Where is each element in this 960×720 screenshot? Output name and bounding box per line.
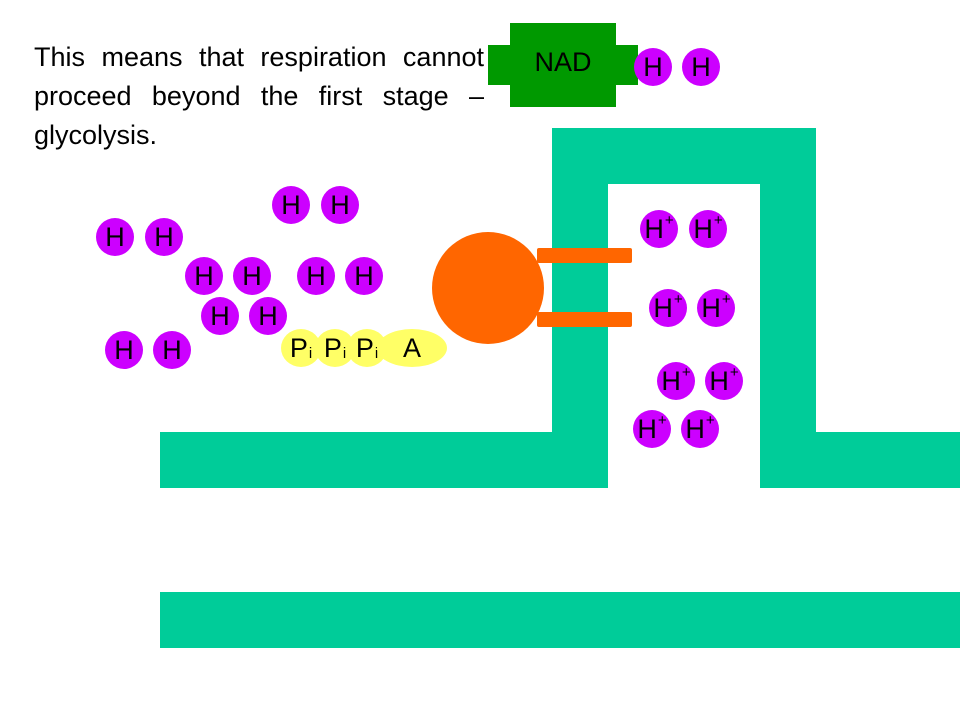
proton: H+ bbox=[697, 289, 735, 327]
proton: H+ bbox=[633, 410, 671, 448]
proton: H+ bbox=[689, 210, 727, 248]
caption-text: This means that respiration cannot proce… bbox=[34, 42, 484, 150]
proton: H+ bbox=[681, 410, 719, 448]
hydrogen-atom: H bbox=[201, 297, 239, 335]
hydrogen-atom: H bbox=[145, 218, 183, 256]
hydrogen-atom: H bbox=[233, 257, 271, 295]
nad-label: NAD bbox=[534, 47, 592, 77]
proton: H+ bbox=[649, 289, 687, 327]
adenosine: A bbox=[377, 329, 447, 367]
hydrogen-atom: H bbox=[105, 331, 143, 369]
hydrogen-atom: H bbox=[297, 257, 335, 295]
nad-hydrogen-2: H bbox=[682, 48, 720, 86]
hydrogen-atom: H bbox=[153, 331, 191, 369]
hydrogen-atom: H bbox=[272, 186, 310, 224]
hydrogen-atom: H bbox=[185, 257, 223, 295]
hydrogen-atom: H bbox=[321, 186, 359, 224]
proton: H+ bbox=[640, 210, 678, 248]
hydrogen-atom: H bbox=[345, 257, 383, 295]
hydrogen-atom: H bbox=[96, 218, 134, 256]
atp-synthase-stalk-top bbox=[537, 248, 632, 263]
inner-membrane-lower bbox=[160, 592, 960, 648]
nad-horizontal-bar bbox=[488, 45, 638, 85]
atp-synthase-head bbox=[432, 232, 544, 344]
proton: H+ bbox=[705, 362, 743, 400]
atp-synthase-stalk-bottom bbox=[537, 312, 632, 327]
hydrogen-atom: H bbox=[249, 297, 287, 335]
proton: H+ bbox=[657, 362, 695, 400]
nad-hydrogen-1: H bbox=[634, 48, 672, 86]
